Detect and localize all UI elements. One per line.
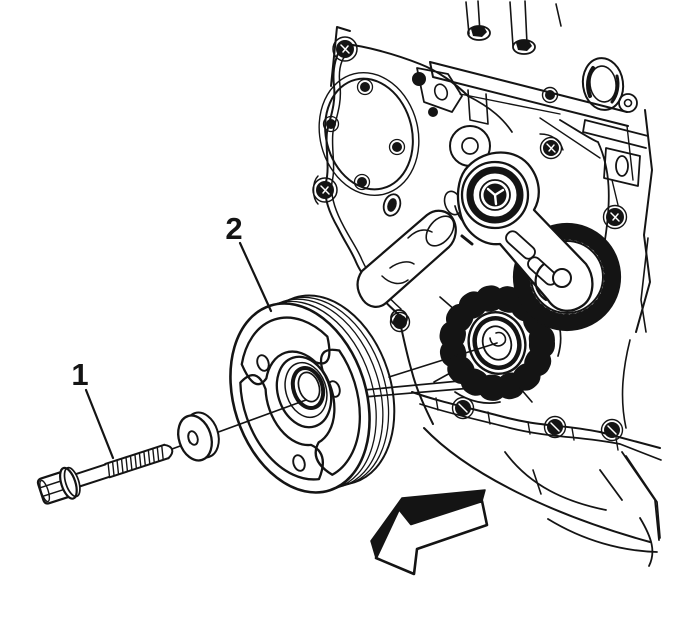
pan-rail-bolt xyxy=(451,396,624,442)
direction-arrow-icon xyxy=(370,489,489,576)
callout-2-leader xyxy=(238,241,273,313)
cover-flange-bolt xyxy=(312,36,358,205)
washer xyxy=(177,411,220,462)
callout-1-label: 1 xyxy=(71,357,88,392)
block-bolt xyxy=(602,204,628,230)
belt-tensioner xyxy=(454,151,622,332)
block-top-bolt xyxy=(467,25,491,41)
callout-2-label: 2 xyxy=(225,211,242,246)
pulley-hub xyxy=(275,355,333,429)
engine-block xyxy=(330,0,660,567)
block-top-bolt xyxy=(512,39,536,55)
cover-bolt xyxy=(539,133,564,160)
vent-tube-boss xyxy=(356,190,474,327)
pulley-cutout xyxy=(239,374,325,481)
callout-1-leader xyxy=(84,388,115,460)
engine-front-cover xyxy=(312,36,610,425)
bolt-threads xyxy=(104,443,174,479)
pulley-bore xyxy=(290,365,326,411)
tensioner-pivot xyxy=(460,160,530,230)
oil-pan xyxy=(411,391,662,553)
balancer-bolt xyxy=(36,443,174,505)
block-port xyxy=(581,57,625,111)
cover-bolt xyxy=(322,78,406,191)
assembly-centerline xyxy=(388,342,498,378)
crankshaft-balancer-pulley xyxy=(229,294,396,494)
